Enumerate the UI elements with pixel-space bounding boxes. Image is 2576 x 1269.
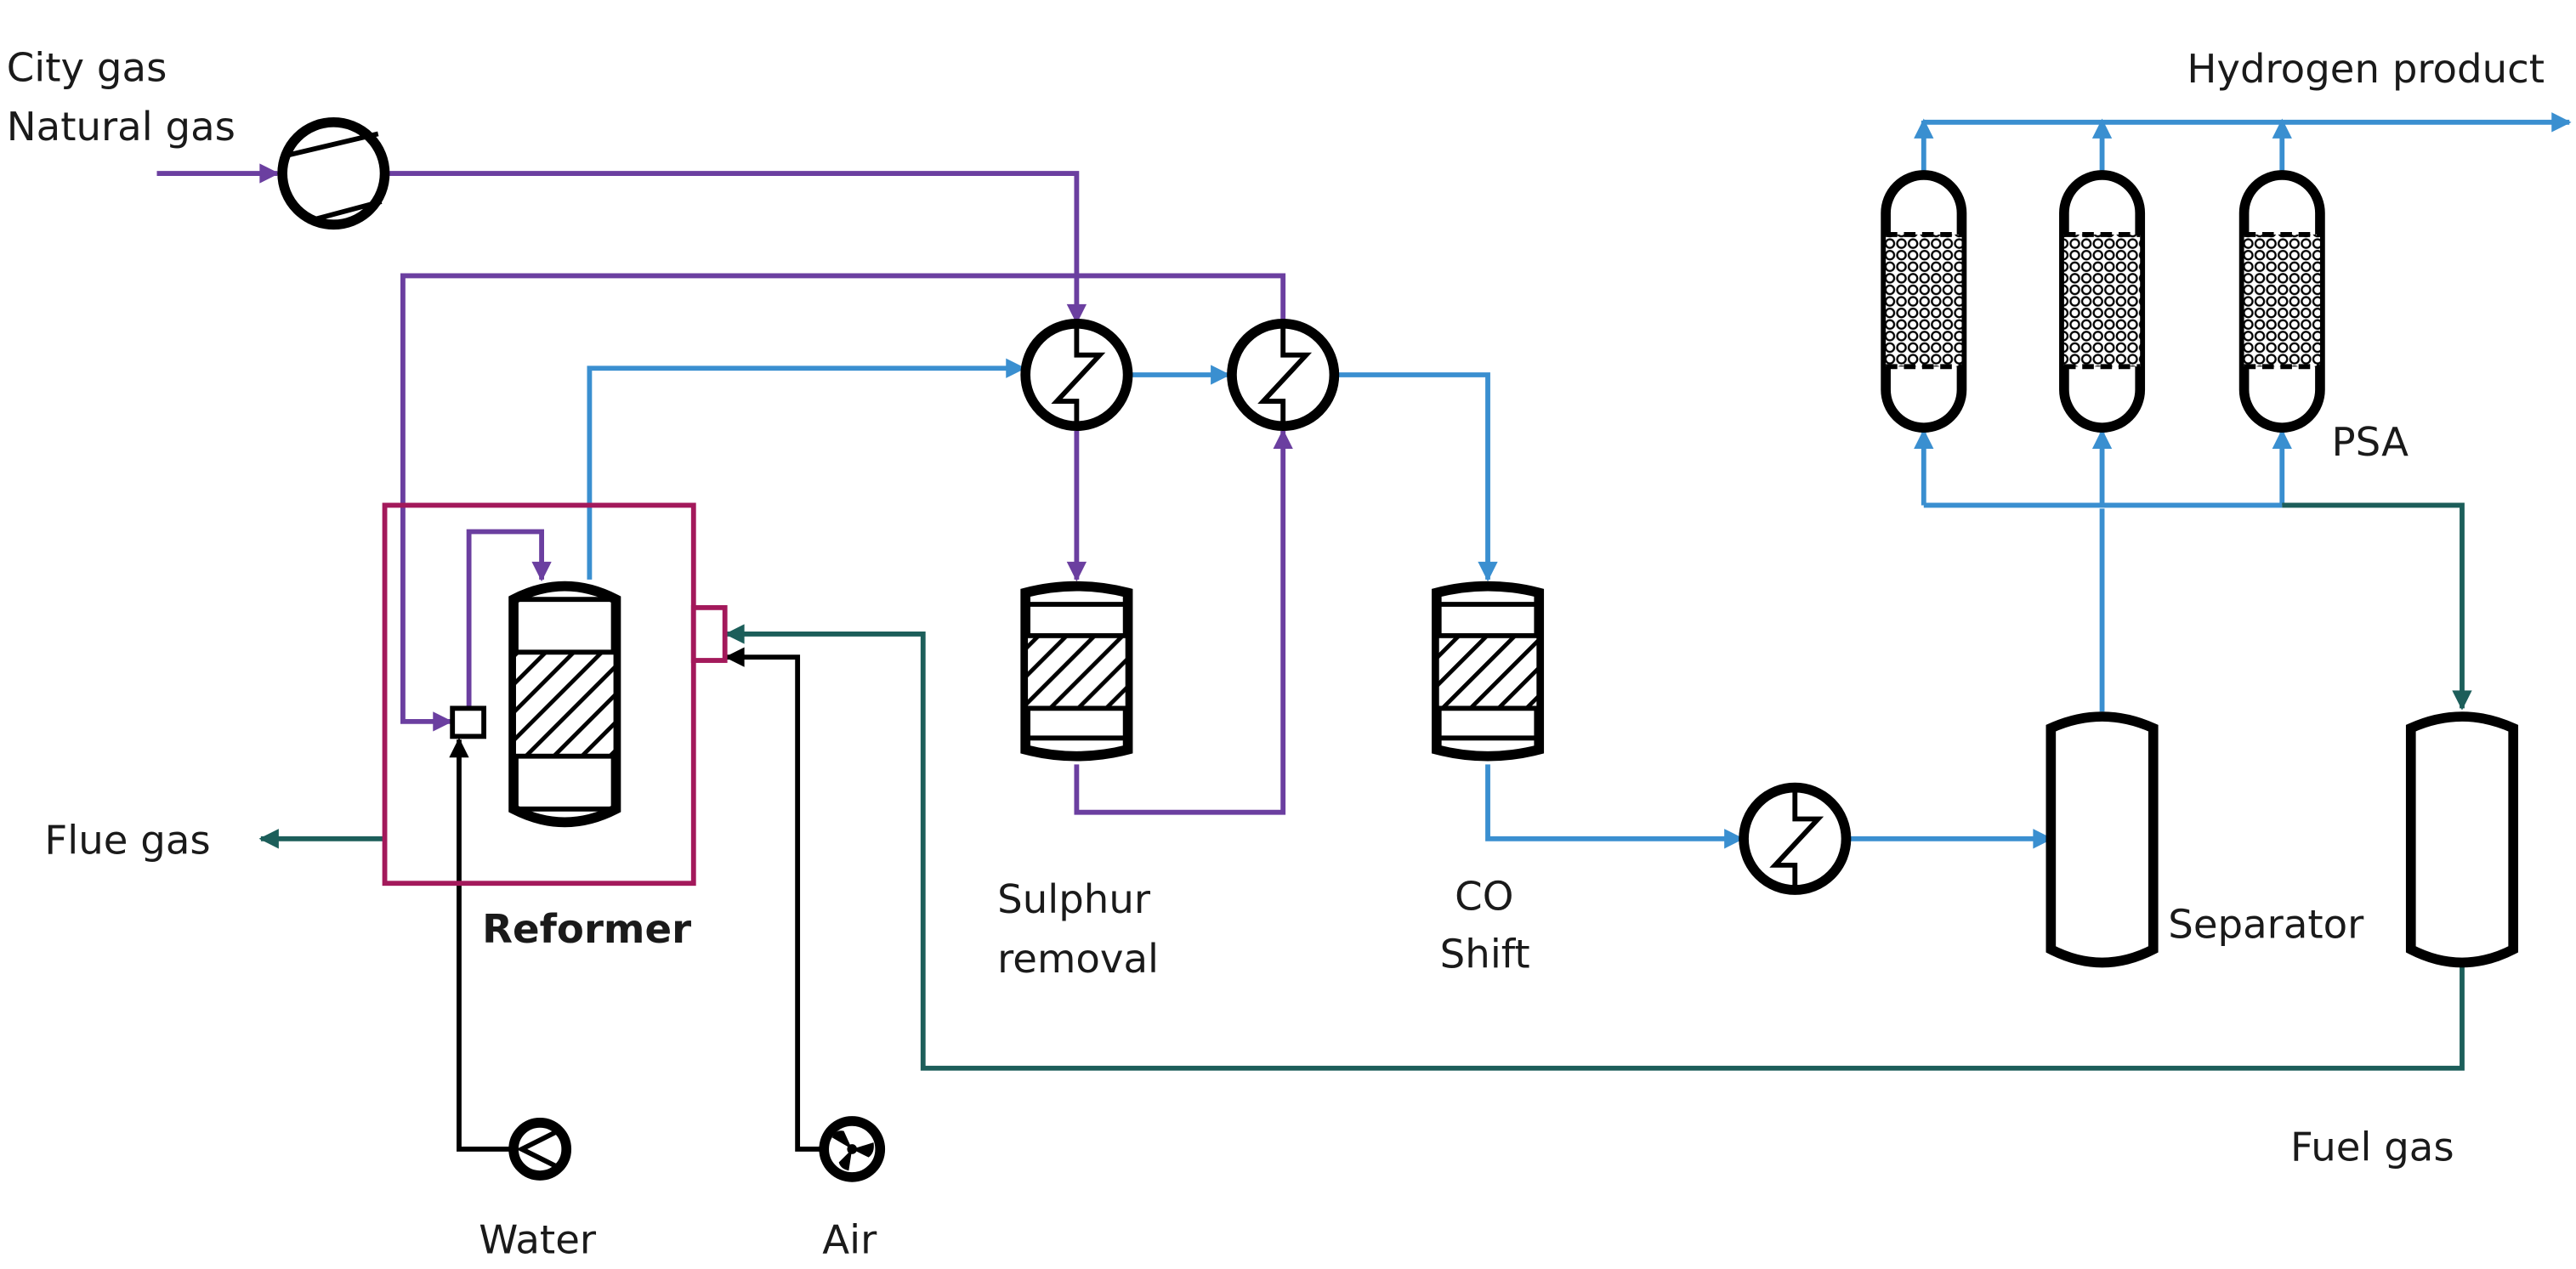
air-blower-icon: [819, 1116, 886, 1182]
coshift-to-cooler-line: [1485, 764, 1745, 849]
heat-exchanger-1: [1020, 318, 1133, 432]
steam-mixer: [450, 705, 487, 739]
cooler: [1739, 782, 1852, 895]
mixer-to-reformer-line: [466, 529, 552, 709]
exchanger2-to-mixer-line: [400, 273, 1286, 732]
sulphur-to-exchanger2-line: [1074, 428, 1293, 815]
separator-label: Separator: [2168, 901, 2364, 947]
reformer-outlet-line: [587, 358, 1026, 580]
feed-compressor: [277, 117, 390, 230]
fuel-gas-lines: [258, 502, 2472, 1071]
fuel-drum-vessel: [2405, 711, 2519, 968]
exchanger2-to-coshift-line: [1336, 372, 1498, 582]
process-gas-lines: [587, 112, 2572, 849]
labels: City gas Natural gas Hydrogen product PS…: [7, 44, 2545, 1262]
feed-label-line1: City gas: [7, 44, 167, 90]
reformer-burner: [690, 604, 728, 663]
reformer-label: Reformer: [482, 906, 691, 952]
heat-exchanger-2: [1227, 318, 1340, 432]
reformer-unit: [382, 502, 728, 887]
air-feed-line: [724, 647, 823, 1152]
psa-label: PSA: [2332, 419, 2409, 465]
fuel-gas-label: Fuel gas: [2290, 1125, 2454, 1170]
co-label-line2: Shift: [1440, 931, 1530, 977]
reformer-catalyst-bed: [511, 649, 619, 759]
co-label-line1: CO: [1455, 873, 1513, 919]
co-shift-vessel: [1431, 581, 1545, 762]
fuel-gas-line: [724, 624, 2465, 1071]
psa-vessel-2: [2059, 170, 2146, 433]
air-label: Air: [822, 1216, 877, 1262]
hydrogen-product-label: Hydrogen product: [2187, 46, 2545, 92]
reformer-furnace-box: [382, 502, 696, 887]
co-shift-bed: [1433, 632, 1542, 711]
feed-label-line2: Natural gas: [7, 104, 235, 150]
separator-vessel: [2045, 711, 2159, 968]
sulphur-removal-vessel: [1020, 581, 1133, 762]
water-feed-line: [449, 737, 514, 1152]
psa-tailgas-line: [2282, 502, 2472, 711]
psa-vessel-1: [1881, 170, 1967, 433]
water-pump-icon: [508, 1118, 572, 1181]
water-label: Water: [479, 1216, 597, 1262]
utility-lines: [449, 647, 823, 1152]
psa-vessel-3: [2238, 170, 2325, 433]
sulphur-label-line1: Sulphur: [997, 876, 1151, 922]
flue-gas-label: Flue gas: [44, 817, 210, 863]
feed-to-exchanger1-line: [386, 171, 1087, 325]
sulphur-label-line2: removal: [997, 936, 1159, 982]
feed-gas-lines: [156, 163, 1293, 815]
sulphur-bed: [1023, 632, 1131, 711]
